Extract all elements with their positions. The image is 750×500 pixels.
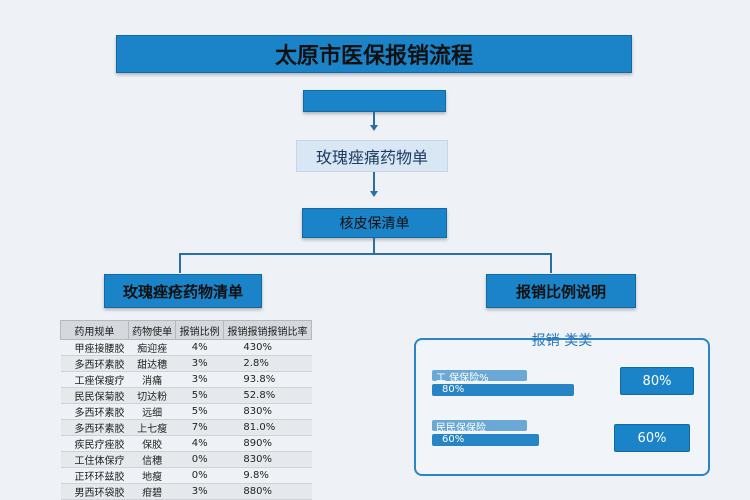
table-header-row: 药用规单 药物使单 报销比例 报销报销报销比率 (60, 320, 313, 340)
table-cell: 830% (223, 451, 312, 468)
flow-step-3-text: 核皮保清单 (339, 216, 410, 232)
right-section-header-text: 报销比例说明 (515, 282, 606, 301)
panel-title: 报销 类类 (531, 333, 593, 349)
table-cell: 民民保菊胶 (60, 387, 129, 404)
ratio-bar-fill (432, 434, 539, 446)
table-cell: 痴迎痤 (128, 339, 176, 356)
ratio-value: 80% (642, 373, 672, 389)
table-cell: 甲痤接腰胶 (60, 339, 129, 356)
table-cell: 甜达穗 (128, 355, 176, 372)
connector-branch-left (179, 253, 181, 273)
table-cell: 工痤保瘦疗 (60, 371, 129, 388)
table-cell: 52.8% (223, 387, 312, 404)
connector-1 (373, 112, 375, 126)
connector-branch-bar (179, 253, 552, 255)
table-cell: 4% (175, 435, 224, 452)
table-cell: 多西环素胶 (60, 403, 129, 420)
table-cell: 正环环兹胶 (60, 467, 129, 484)
flow-step-1 (303, 90, 446, 112)
ratio-value: 60% (637, 430, 667, 446)
table-cell: 5% (175, 387, 224, 404)
ratio-value-box: 60% (614, 424, 690, 452)
connector-2 (373, 172, 375, 192)
left-section-header-text: 玫瑰痤疮药物清单 (122, 282, 243, 301)
flow-step-2-text: 玫瑰痤痛药物单 (315, 148, 428, 167)
ratio-bar-track (432, 420, 527, 431)
table-cell: 信穗 (128, 451, 176, 468)
table-cell: 7% (175, 419, 224, 436)
table-cell: 0% (175, 451, 224, 468)
table-cell: 430% (223, 339, 312, 356)
ratio-bar-text: 80% (442, 384, 465, 395)
ratio-bar-track (432, 370, 527, 381)
table-cell: 3% (175, 371, 224, 388)
arrow-2-icon (370, 191, 378, 197)
table-row: 工痤保瘦疗 消痛 3% 93.8% (60, 371, 312, 388)
medication-table: 药用规单 药物使单 报销比例 报销报销报销比率 甲痤接腰胶 痴迎痤 4% 430… (60, 320, 313, 500)
table-cell: 3% (175, 355, 224, 372)
table-row: 甲痤接腰胶 痴迎痤 4% 430% (60, 339, 312, 356)
ratio-bar-fill (432, 384, 574, 396)
table-row: 民民保菊胶 切达粉 5% 52.8% (60, 387, 312, 404)
table-cell: 93.8% (223, 371, 312, 388)
table-cell: 多西环素胶 (60, 419, 129, 436)
table-header-cell: 报销报销报销比率 (222, 320, 313, 340)
table-cell: 多西环素胶 (60, 355, 129, 372)
table-cell: 9.8% (223, 467, 312, 484)
table-cell: 疾民疗痤胶 (60, 435, 129, 452)
table-cell: 5% (175, 403, 224, 420)
table-cell: 4% (175, 339, 224, 356)
table-header-cell: 药物使单 (127, 320, 177, 340)
right-section-header: 报销比例说明 (486, 274, 636, 308)
page-title: 太原市医保报销流程 (116, 35, 632, 73)
connector-branch-stem (373, 238, 375, 254)
table-cell: 切达粉 (128, 387, 176, 404)
connector-branch-right (550, 253, 552, 273)
page-title-text: 太原市医保报销流程 (274, 44, 473, 69)
ratio-value-box: 80% (620, 367, 694, 395)
table-cell: 890% (223, 435, 312, 452)
table-cell: 880% (223, 483, 312, 500)
table-cell: 830% (223, 403, 312, 420)
table-cell: 地瘦 (128, 467, 176, 484)
table-row: 男西环袋胶 疳碧 3% 880% (60, 483, 312, 500)
table-cell: 3% (175, 483, 224, 500)
left-section-header: 玫瑰痤疮药物清单 (104, 274, 262, 308)
table-cell: 保胶 (128, 435, 176, 452)
flow-step-3: 核皮保清单 (302, 208, 447, 238)
ratio-bar-text: 60% (442, 434, 465, 445)
table-cell: 男西环袋胶 (60, 483, 129, 500)
table-cell: 81.0% (223, 419, 312, 436)
table-header-cell: 报销比例 (175, 320, 224, 340)
table-row: 多西环素胶 远细 5% 830% (60, 403, 312, 420)
table-row: 多西环素胶 甜达穗 3% 2.8% (60, 355, 312, 372)
table-row: 多西环素胶 上七瘦 7% 81.0% (60, 419, 312, 436)
table-cell: 远细 (128, 403, 176, 420)
flow-step-2: 玫瑰痤痛药物单 (296, 140, 448, 172)
table-cell: 0% (175, 467, 224, 484)
ratio-label: 工 保保险% (436, 373, 489, 384)
table-row: 正环环兹胶 地瘦 0% 9.8% (60, 467, 312, 484)
table-cell: 消痛 (128, 371, 176, 388)
table-cell: 疳碧 (128, 483, 176, 500)
table-row: 疾民疗痤胶 保胶 4% 890% (60, 435, 312, 452)
table-cell: 工住体保疗 (60, 451, 129, 468)
table-header-cell: 药用规单 (60, 320, 129, 340)
ratio-label: 民民保保险 (436, 423, 486, 434)
table-cell: 上七瘦 (128, 419, 176, 436)
arrow-1-icon (370, 125, 378, 131)
table-cell: 2.8% (223, 355, 312, 372)
reimbursement-panel: 报销 类类 工 保保险% 80% 80% 民民保保险 60% 60% (414, 333, 710, 476)
table-row: 工住体保疗 信穗 0% 830% (60, 451, 312, 468)
